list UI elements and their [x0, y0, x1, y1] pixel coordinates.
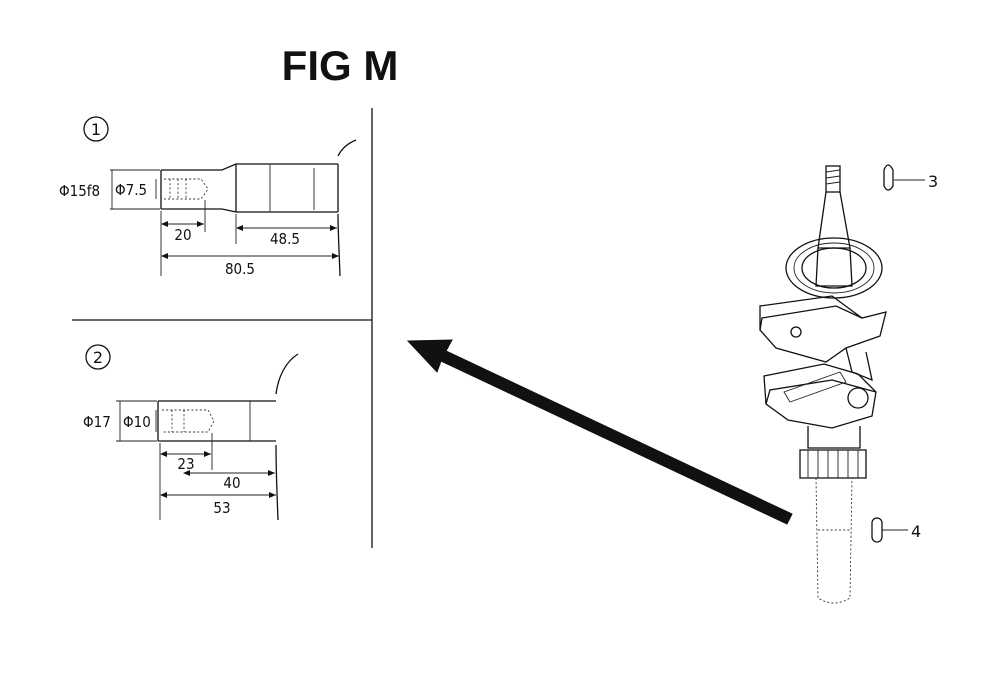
detail-1-hole-length: 20 — [174, 226, 191, 244]
figure-title: FIG M — [282, 42, 399, 89]
detail-2-hole-length: 23 — [177, 455, 194, 473]
callout-3: 3 — [928, 172, 938, 191]
key-part-4: 4 — [871, 517, 921, 543]
detail-2: 2 Φ17 Φ10 23 40 53 — [83, 344, 299, 521]
detail-2-number-circle — [85, 344, 111, 370]
crankshaft-illustration — [759, 165, 887, 604]
key-part-3: 3 — [883, 164, 938, 191]
detail-2-inner-diameter: Φ10 — [123, 413, 151, 431]
detail-2-number: 2 — [93, 348, 103, 367]
detail-1-number-circle — [83, 116, 109, 142]
pointer-arrow — [406, 339, 793, 525]
callout-4: 4 — [911, 522, 921, 541]
detail-1-number: 1 — [91, 120, 101, 139]
detail-2-shoulder-length: 40 — [223, 474, 240, 492]
detail-1: 1 Φ15f8 Φ7.5 20 — [59, 116, 357, 278]
detail-1-inner-diameter: Φ7.5 — [115, 181, 147, 199]
detail-1-outer-diameter: Φ15f8 — [59, 182, 100, 200]
detail-2-total-length: 53 — [213, 499, 230, 517]
detail-2-outer-diameter: Φ17 — [83, 413, 111, 431]
detail-1-total-length: 80.5 — [225, 260, 255, 278]
detail-1-shoulder-length: 48.5 — [270, 230, 300, 248]
detail-1-shaft — [160, 139, 357, 277]
detail-2-shaft — [157, 353, 299, 521]
